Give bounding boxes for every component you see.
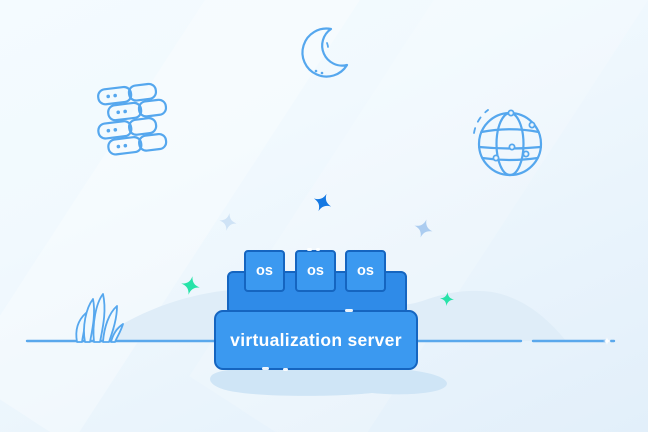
- highlight-dash: [262, 367, 269, 370]
- os-box-1: os: [244, 250, 285, 292]
- sparkle-icon-green-right: [439, 291, 454, 306]
- server-rack-icon: [92, 80, 176, 177]
- os-label-2: os: [307, 263, 324, 279]
- virtualization-server-label: virtualization server: [230, 329, 402, 350]
- tiny-sparkle-icon: [603, 337, 611, 345]
- virtualization-server-box: virtualization server: [214, 310, 418, 370]
- os-label-3: os: [357, 263, 374, 279]
- sparkle-icon-pale-left: [218, 212, 239, 233]
- os-box-3: os: [345, 250, 386, 292]
- moon-icon: [296, 24, 356, 87]
- sparkle-icon-blue: [310, 190, 335, 215]
- highlight-dash: [345, 309, 353, 312]
- grass-icon: [75, 293, 124, 343]
- sparkle-icon-green-left: [179, 274, 202, 297]
- highlight-dash: [316, 248, 320, 251]
- highlight-dash: [283, 368, 288, 371]
- ground-shadow: [210, 368, 447, 396]
- os-label-1: os: [256, 263, 273, 279]
- globe-icon: [466, 100, 554, 193]
- highlight-dash: [307, 248, 312, 251]
- sparkle-icon-pale-right: [412, 217, 436, 241]
- os-box-2: os: [295, 250, 336, 292]
